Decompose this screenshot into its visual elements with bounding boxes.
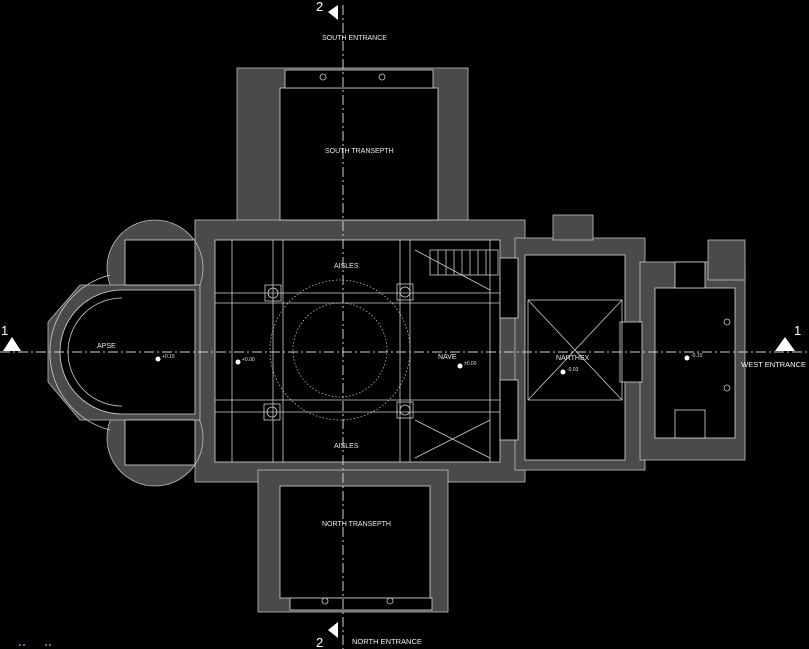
section-marker-top: 2: [316, 0, 338, 20]
section-marker-bottom: 2: [316, 622, 338, 649]
svg-text:2: 2: [316, 635, 323, 649]
section-marker-left: 1: [1, 323, 21, 351]
level-marker-bema: +0.00: [235, 357, 255, 365]
label-north-entrance: NORTH ENTRANCE: [352, 637, 422, 646]
svg-text:2: 2: [316, 0, 323, 14]
label-west-entrance: WEST ENTRANCE: [741, 360, 806, 369]
label-apse: APSE: [97, 343, 116, 350]
svg-text:-0.03: -0.03: [567, 367, 579, 373]
level-marker-narthex: -0.03: [560, 367, 579, 375]
level-marker-porch: -0.10: [684, 353, 703, 361]
svg-text:+0.00: +0.00: [242, 357, 255, 363]
svg-text:±0.00: ±0.00: [464, 361, 477, 367]
label-aisles-south: AISLES: [334, 263, 359, 270]
svg-text:-0.10: -0.10: [691, 353, 703, 359]
rooms: [59, 69, 736, 611]
label-south-entrance: SOUTH ENTRANCE: [322, 35, 387, 42]
label-narthex: NARTHEX: [556, 355, 590, 362]
piers: [263, 73, 731, 605]
label-north-transept: NORTH TRANSEPTH: [322, 521, 391, 528]
svg-text:1: 1: [1, 323, 8, 338]
section-marker-right: 1: [775, 323, 801, 351]
level-marker-apse: +0.15: [155, 354, 175, 362]
svg-text:1: 1: [794, 323, 801, 338]
corner-dots: [19, 644, 51, 646]
svg-text:+0.15: +0.15: [162, 354, 175, 360]
label-aisles-north: AISLES: [334, 443, 359, 450]
vault-lines: [49, 240, 623, 462]
label-nave: NAVE: [438, 354, 457, 361]
label-south-transept: SOUTH TRANSEPTH: [325, 148, 394, 155]
level-marker-nave: ±0.00: [457, 361, 477, 369]
